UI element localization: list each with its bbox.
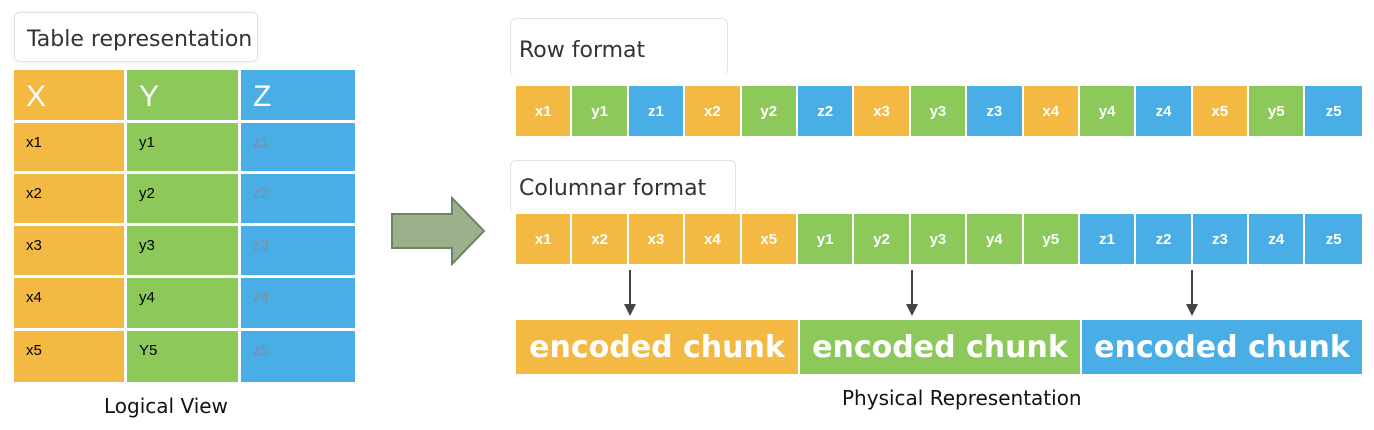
cell-y4: y4 [127,275,241,325]
cell-y5: Y5 [127,328,241,378]
table-representation-text: Table representation [27,27,253,52]
header-z: Z [253,80,272,113]
columnar-cell-z5: z5 [1305,214,1362,264]
cell-y3: y3 [127,223,241,273]
row-cell-x1: x1 [516,86,573,136]
header-x: X [26,80,47,113]
cell-x4: x4 [14,275,124,325]
columnar-cell-z1: z1 [1079,214,1137,264]
columnar-cell-x5: x5 [741,214,798,264]
encoded-chunk-z: encoded chunk [1082,320,1362,374]
table-representation-label: Table representation [14,12,258,62]
columnar-format-text: Columnar format [519,176,707,201]
logical-view-caption: Logical View [104,394,228,418]
cell-y2: y2 [127,171,241,221]
encoded-chunk-x: encoded chunk [516,320,798,374]
row-cell-z3: z3 [967,86,1024,136]
row-cell-x3: x3 [854,86,911,136]
row-cell-x5: x5 [1192,86,1250,136]
column-x: X x1 x2 x3 x4 x5 [14,70,124,382]
row-cell-x4: x4 [1023,86,1080,136]
row-cell-z1: z1 [628,86,686,136]
columnar-cell-x4: x4 [685,214,742,264]
header-y: Y [139,80,160,113]
cell-x2: x2 [14,171,124,221]
columnar-cell-y5: y5 [1023,214,1080,264]
row-cell-y1: y1 [572,86,629,136]
cell-x3: x3 [14,223,124,273]
down-arrow-icon [906,270,918,316]
columnar-cell-y1: y1 [797,214,855,264]
columnar-cell-z4: z4 [1249,214,1306,264]
row-format-text: Row format [519,38,646,63]
cell-z2: z2 [241,171,355,221]
column-y: Y y1 y2 y3 y4 Y5 [124,70,241,382]
columnar-cell-x2: x2 [572,214,629,264]
encoded-chunk-y: encoded chunk [800,320,1080,374]
row-format-label: Row format [510,18,728,76]
cell-x5: x5 [14,328,124,378]
columnar-cell-z3: z3 [1192,214,1250,264]
row-cell-y5: y5 [1249,86,1306,136]
down-arrow-icon [1186,270,1198,316]
row-cell-x2: x2 [685,86,742,136]
logical-table: X x1 x2 x3 x4 x5 Y y1 y2 y3 y4 Y5 Z z1 z… [14,70,355,382]
cell-z3: z3 [241,223,355,273]
row-cell-y3: y3 [910,86,968,136]
columnar-cell-z2: z2 [1136,214,1193,264]
cell-x1: x1 [14,120,124,170]
transform-arrow-icon [391,196,486,266]
cell-z1: z1 [241,120,355,170]
columnar-cell-y3: y3 [910,214,968,264]
cell-z4: z4 [241,275,355,325]
columnar-cell-y4: y4 [967,214,1024,264]
row-cell-z4: z4 [1136,86,1193,136]
cell-y1: y1 [127,120,241,170]
row-cell-z2: z2 [797,86,855,136]
row-cell-y4: y4 [1079,86,1137,136]
cell-z5: z5 [241,328,355,378]
column-z: Z z1 z2 z3 z4 z5 [238,70,355,382]
columnar-cell-y2: y2 [854,214,911,264]
row-cell-y2: y2 [741,86,798,136]
columnar-cell-x1: x1 [516,214,573,264]
down-arrow-icon [624,270,636,316]
columnar-format-label: Columnar format [510,160,736,214]
physical-representation-caption: Physical Representation [842,386,1082,410]
columnar-cell-x3: x3 [628,214,686,264]
row-cell-z5: z5 [1305,86,1362,136]
